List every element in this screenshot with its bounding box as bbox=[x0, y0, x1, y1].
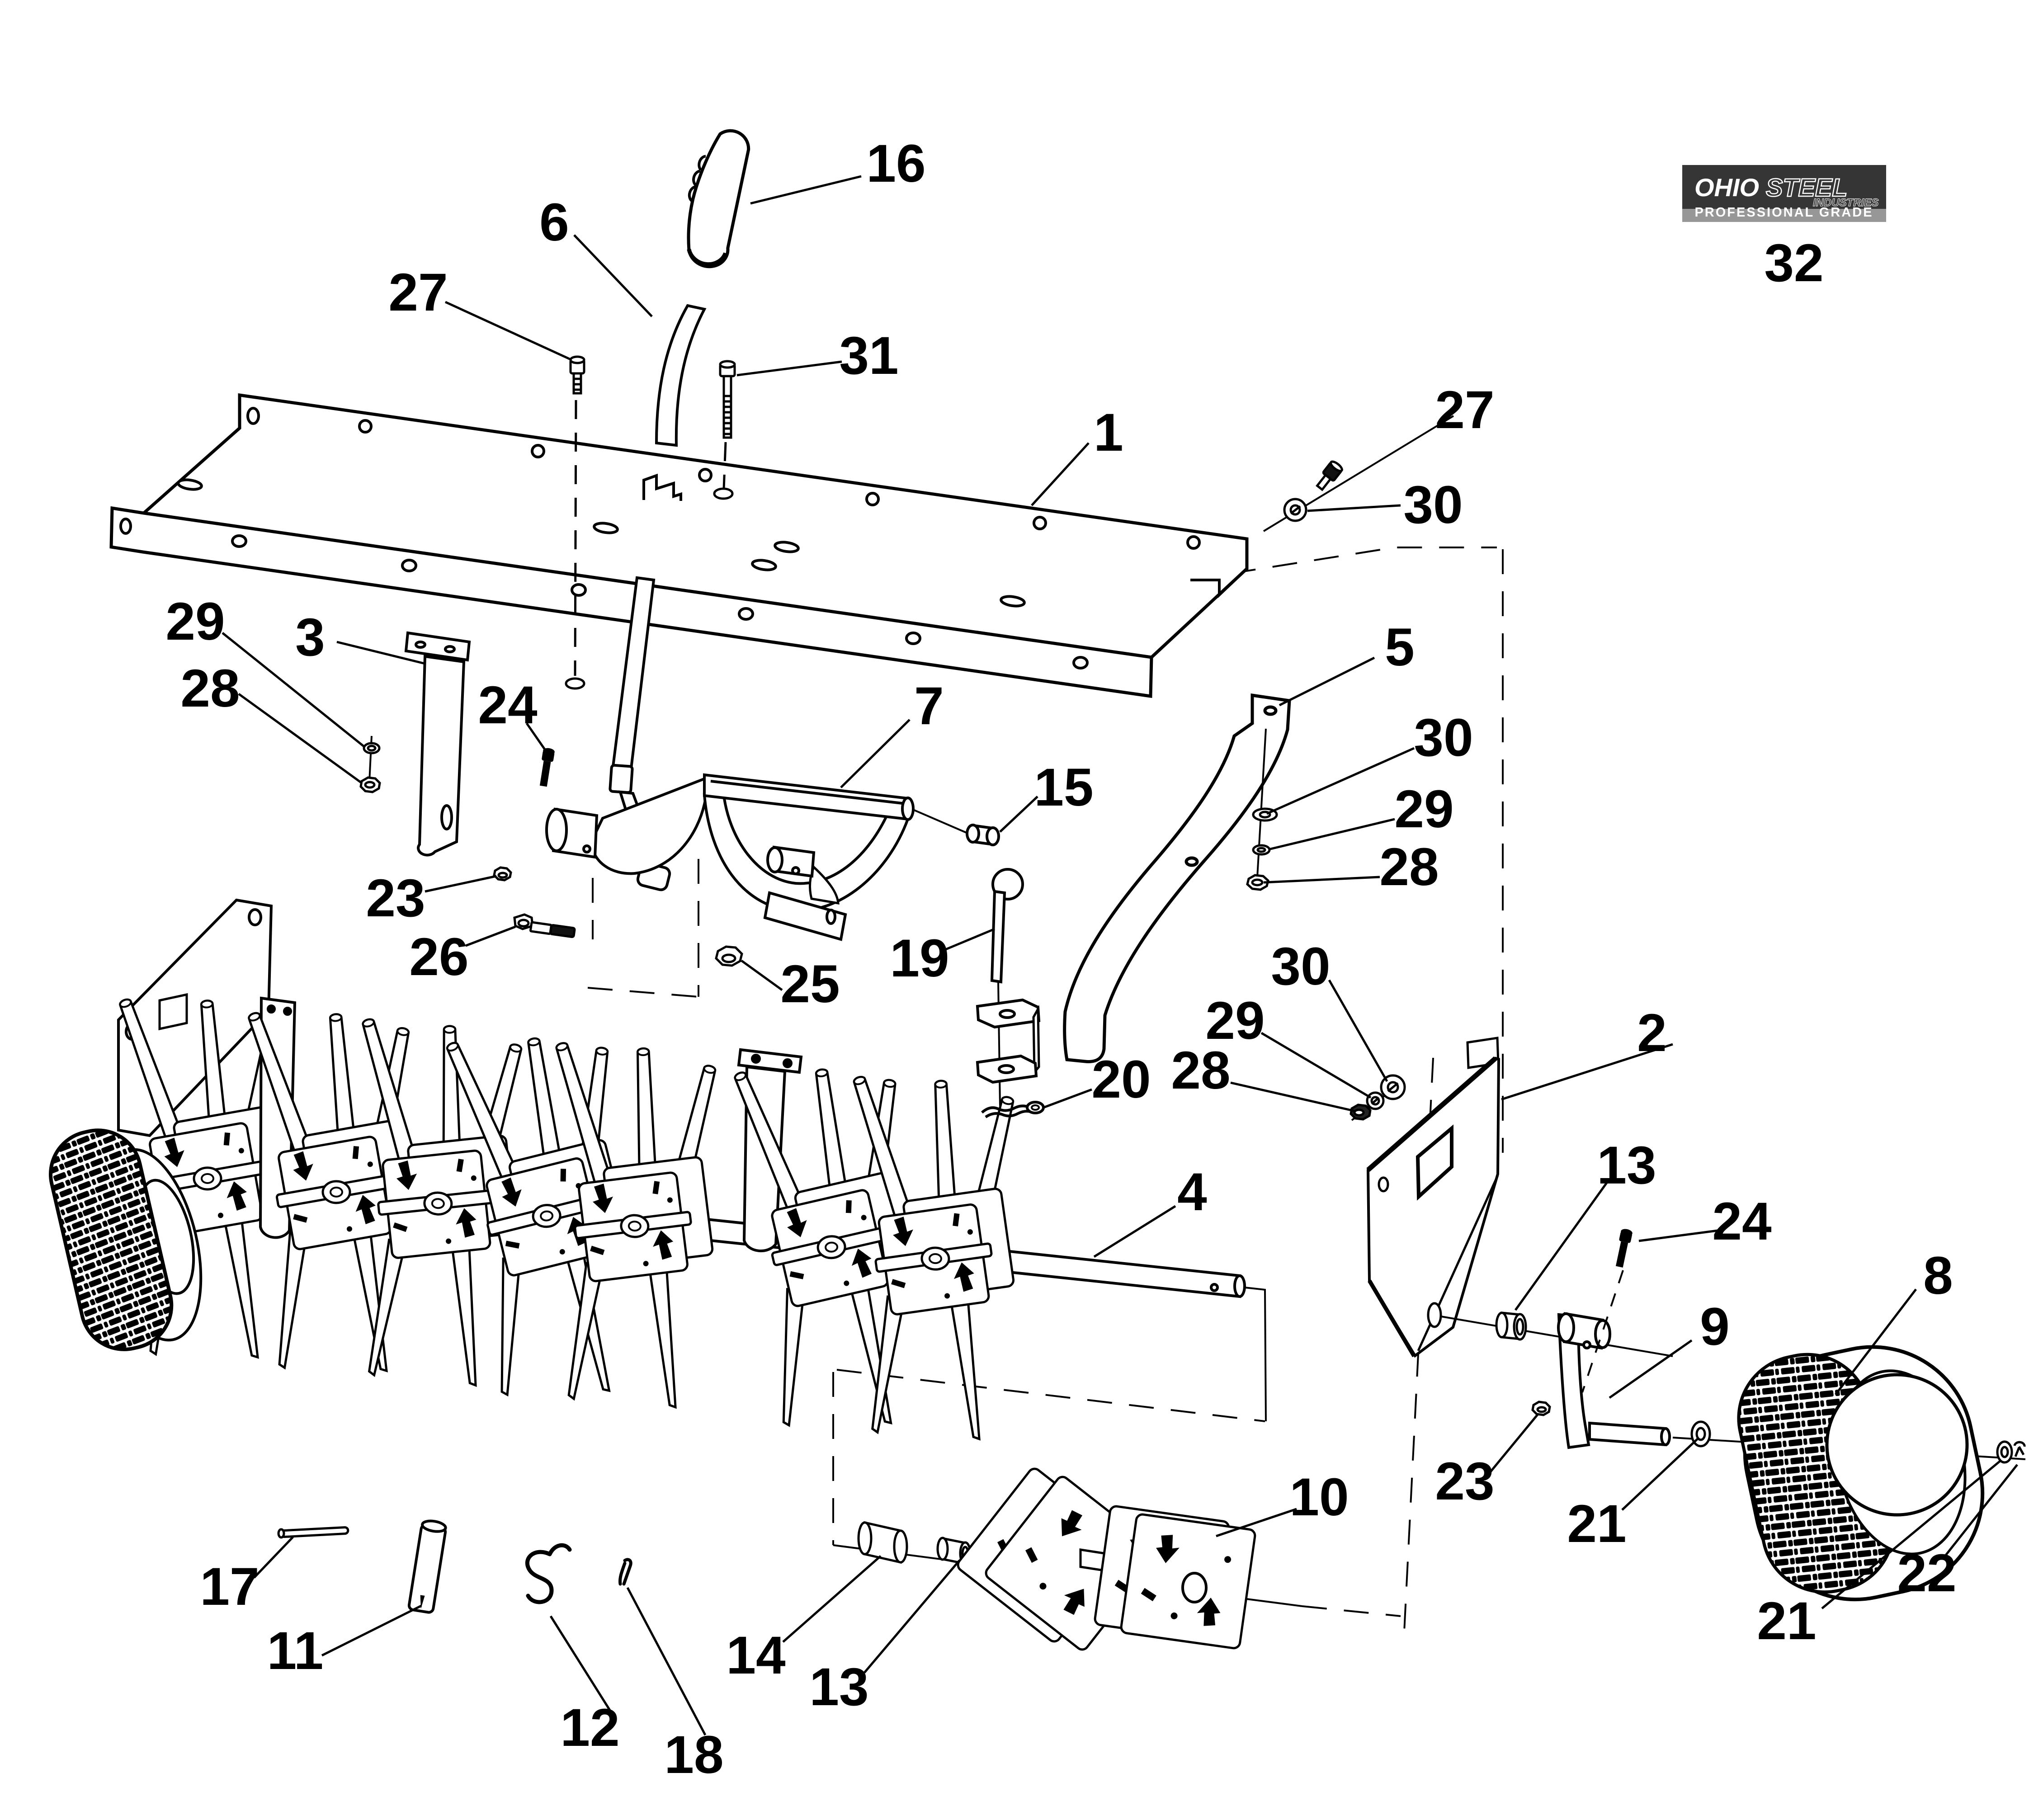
svg-text:28: 28 bbox=[1171, 1041, 1230, 1100]
svg-text:25: 25 bbox=[780, 954, 840, 1014]
svg-text:14: 14 bbox=[726, 1626, 785, 1685]
svg-text:15: 15 bbox=[1034, 758, 1093, 817]
svg-text:8: 8 bbox=[1923, 1246, 1953, 1306]
svg-text:STEEL: STEEL bbox=[1766, 173, 1847, 202]
svg-text:9: 9 bbox=[1700, 1297, 1730, 1357]
svg-text:13: 13 bbox=[1597, 1136, 1656, 1195]
svg-text:29: 29 bbox=[165, 592, 225, 651]
svg-text:28: 28 bbox=[180, 659, 240, 718]
svg-text:PROFESSIONAL GRADE: PROFESSIONAL GRADE bbox=[1694, 205, 1873, 220]
svg-text:30: 30 bbox=[1271, 937, 1330, 996]
svg-text:20: 20 bbox=[1091, 1050, 1151, 1109]
svg-text:1: 1 bbox=[1094, 403, 1123, 462]
svg-text:INDUSTRIES: INDUSTRIES bbox=[1813, 197, 1878, 209]
svg-text:11: 11 bbox=[267, 1621, 324, 1681]
svg-text:24: 24 bbox=[1712, 1192, 1771, 1251]
svg-text:19: 19 bbox=[890, 929, 949, 988]
svg-text:29: 29 bbox=[1394, 779, 1453, 839]
svg-text:3: 3 bbox=[295, 608, 325, 667]
svg-text:13: 13 bbox=[809, 1657, 868, 1717]
svg-text:31: 31 bbox=[839, 326, 898, 386]
svg-text:29: 29 bbox=[1205, 991, 1265, 1051]
svg-text:23: 23 bbox=[1435, 1452, 1494, 1511]
svg-text:12: 12 bbox=[560, 1698, 619, 1758]
svg-text:21: 21 bbox=[1757, 1591, 1816, 1651]
svg-text:27: 27 bbox=[388, 263, 448, 322]
svg-text:7: 7 bbox=[914, 676, 944, 736]
svg-text:21: 21 bbox=[1567, 1494, 1626, 1554]
svg-text:10: 10 bbox=[1289, 1467, 1349, 1527]
svg-text:6: 6 bbox=[539, 193, 569, 252]
svg-text:OHIO: OHIO bbox=[1694, 173, 1759, 202]
svg-text:16: 16 bbox=[866, 134, 925, 193]
svg-text:32: 32 bbox=[1764, 233, 1823, 293]
svg-text:30: 30 bbox=[1403, 475, 1463, 535]
svg-text:17: 17 bbox=[200, 1557, 259, 1617]
svg-text:26: 26 bbox=[409, 927, 468, 987]
svg-text:30: 30 bbox=[1414, 708, 1473, 768]
svg-text:4: 4 bbox=[1177, 1162, 1207, 1222]
svg-text:27: 27 bbox=[1435, 380, 1494, 440]
svg-text:2: 2 bbox=[1637, 1003, 1667, 1063]
svg-text:28: 28 bbox=[1379, 837, 1439, 897]
svg-text:5: 5 bbox=[1385, 618, 1415, 677]
svg-text:18: 18 bbox=[664, 1725, 723, 1785]
svg-text:23: 23 bbox=[366, 868, 425, 928]
